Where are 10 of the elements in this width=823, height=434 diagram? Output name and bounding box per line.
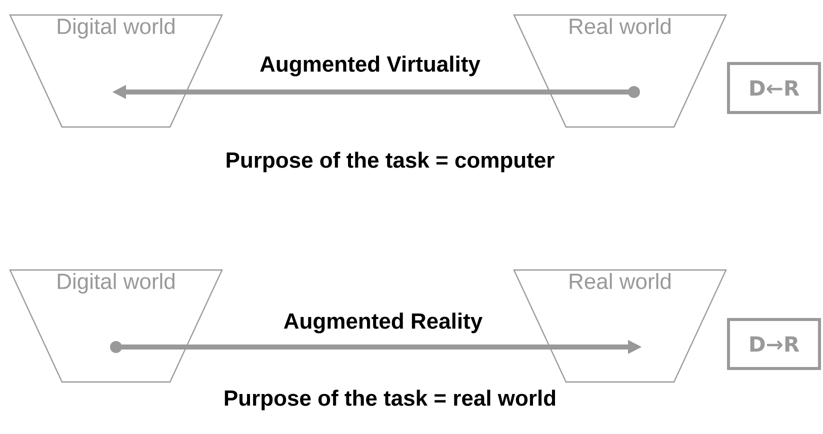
trapezoid-box: Real world [513, 269, 727, 383]
edge-label: Augmented Reality [282, 312, 484, 334]
edge-label: Augmented Virtuality [258, 54, 482, 78]
direction-box: D→R [727, 318, 821, 370]
trapezoid-box: Digital world [9, 269, 223, 383]
direction-box: D←R [727, 62, 821, 114]
trapezoid-box: Digital world [9, 14, 223, 128]
caption: Purpose of the task = computer [226, 152, 554, 172]
trapezoid-box: Real world [513, 14, 727, 128]
caption: Purpose of the task = real world [224, 390, 556, 410]
